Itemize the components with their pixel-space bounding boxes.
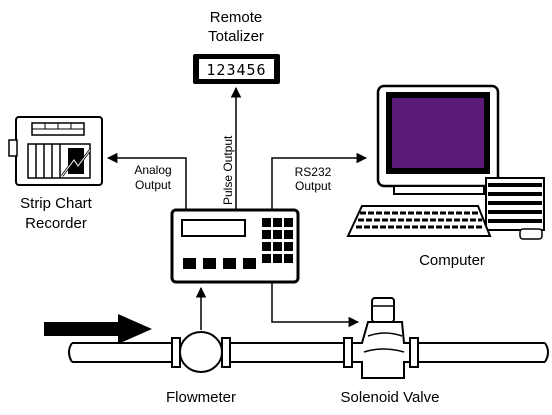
strip-chart-label-line1: Strip Chart bbox=[20, 195, 93, 212]
analog-output-label-line1: Analog bbox=[134, 163, 171, 177]
strip-chart-recorder-device bbox=[8, 116, 103, 186]
computer-device bbox=[346, 84, 545, 240]
flow-controller-device bbox=[170, 208, 300, 284]
analog-output-arrow bbox=[106, 152, 187, 210]
flowmeter-device bbox=[171, 331, 231, 373]
totalizer-display-readout: 123456 bbox=[206, 61, 266, 79]
remote-totalizer-label-line2: Totalizer bbox=[208, 28, 264, 45]
rs232-output-label-line2: Output bbox=[295, 179, 332, 193]
flow-direction-arrow bbox=[44, 314, 152, 344]
pipeline bbox=[68, 342, 549, 363]
computer-screen bbox=[392, 98, 484, 168]
remote-totalizer-device: 123456 bbox=[193, 54, 280, 84]
rs232-output-label-line1: RS232 bbox=[295, 165, 332, 179]
valve-control-arrow bbox=[271, 282, 360, 328]
strip-chart-label-line2: Recorder bbox=[25, 215, 87, 232]
solenoid-valve-label: Solenoid Valve bbox=[341, 389, 440, 406]
solenoid-valve-device bbox=[343, 297, 419, 379]
flowmeter-label: Flowmeter bbox=[166, 389, 236, 406]
analog-output-label-line2: Output bbox=[135, 178, 172, 192]
pulse-output-label: Pulse Output bbox=[221, 135, 235, 205]
rs232-output-arrow bbox=[271, 152, 368, 210]
computer-label: Computer bbox=[419, 252, 485, 269]
remote-totalizer-label-line1: Remote bbox=[210, 9, 263, 26]
